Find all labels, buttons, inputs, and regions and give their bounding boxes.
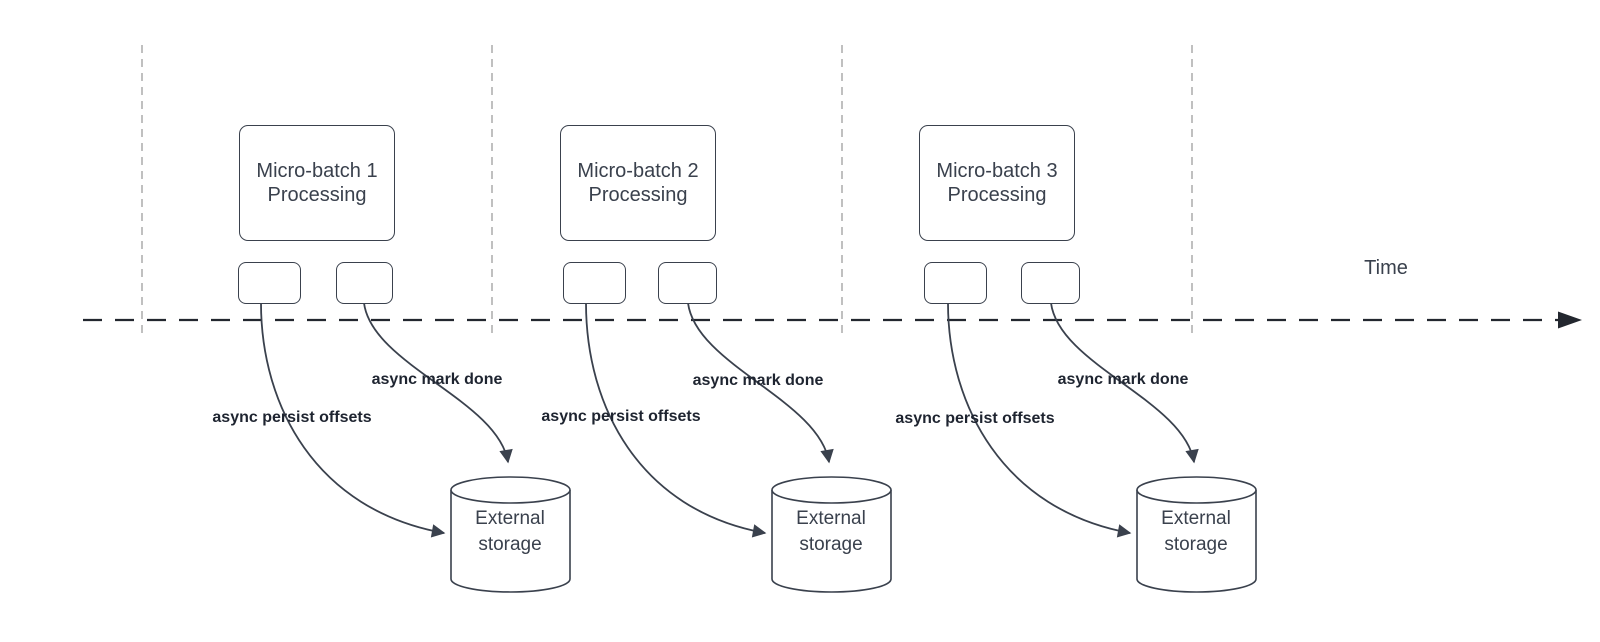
persist-task-box-3: [924, 262, 987, 304]
persist-offsets-label-1: async persist offsets: [212, 409, 372, 426]
micro-batch-1-box: Micro-batch 1 Processing: [239, 125, 395, 241]
storage-label-2: External storage: [796, 508, 866, 555]
persist-offsets-arrow-2: [585, 302, 767, 538]
mark-done-arrow-3: [1050, 302, 1199, 464]
external-storage-cylinder-2: [771, 476, 892, 593]
persist-offsets-arrow-3: [947, 302, 1132, 538]
persist-task-box-1: [238, 262, 301, 304]
external-storage-cylinder-3: [1136, 476, 1257, 593]
persist-offsets-arrow-1: [260, 302, 446, 538]
mark-done-task-box-3: [1021, 262, 1080, 304]
time-axis-arrowhead-icon: [1558, 311, 1582, 329]
mark-done-task-box-2: [658, 262, 717, 304]
mark-done-arrow-1: [363, 302, 513, 464]
micro-batch-3-box: Micro-batch 3 Processing: [919, 125, 1075, 241]
persist-offsets-label-3: async persist offsets: [895, 410, 1055, 427]
mark-done-label-2: async mark done: [692, 372, 824, 389]
storage-label-1: External storage: [475, 508, 545, 555]
micro-batch-2-box: Micro-batch 2 Processing: [560, 125, 716, 241]
mark-done-label-3: async mark done: [1057, 371, 1189, 388]
time-label: Time: [1364, 257, 1408, 279]
mark-done-task-box-1: [336, 262, 393, 304]
storage-label-3: External storage: [1161, 508, 1231, 555]
mark-done-label-1: async mark done: [371, 371, 503, 388]
persist-offsets-label-2: async persist offsets: [541, 408, 701, 425]
persist-task-box-2: [563, 262, 626, 304]
external-storage-cylinder-1: [450, 476, 571, 593]
mark-done-arrow-2: [687, 302, 834, 464]
